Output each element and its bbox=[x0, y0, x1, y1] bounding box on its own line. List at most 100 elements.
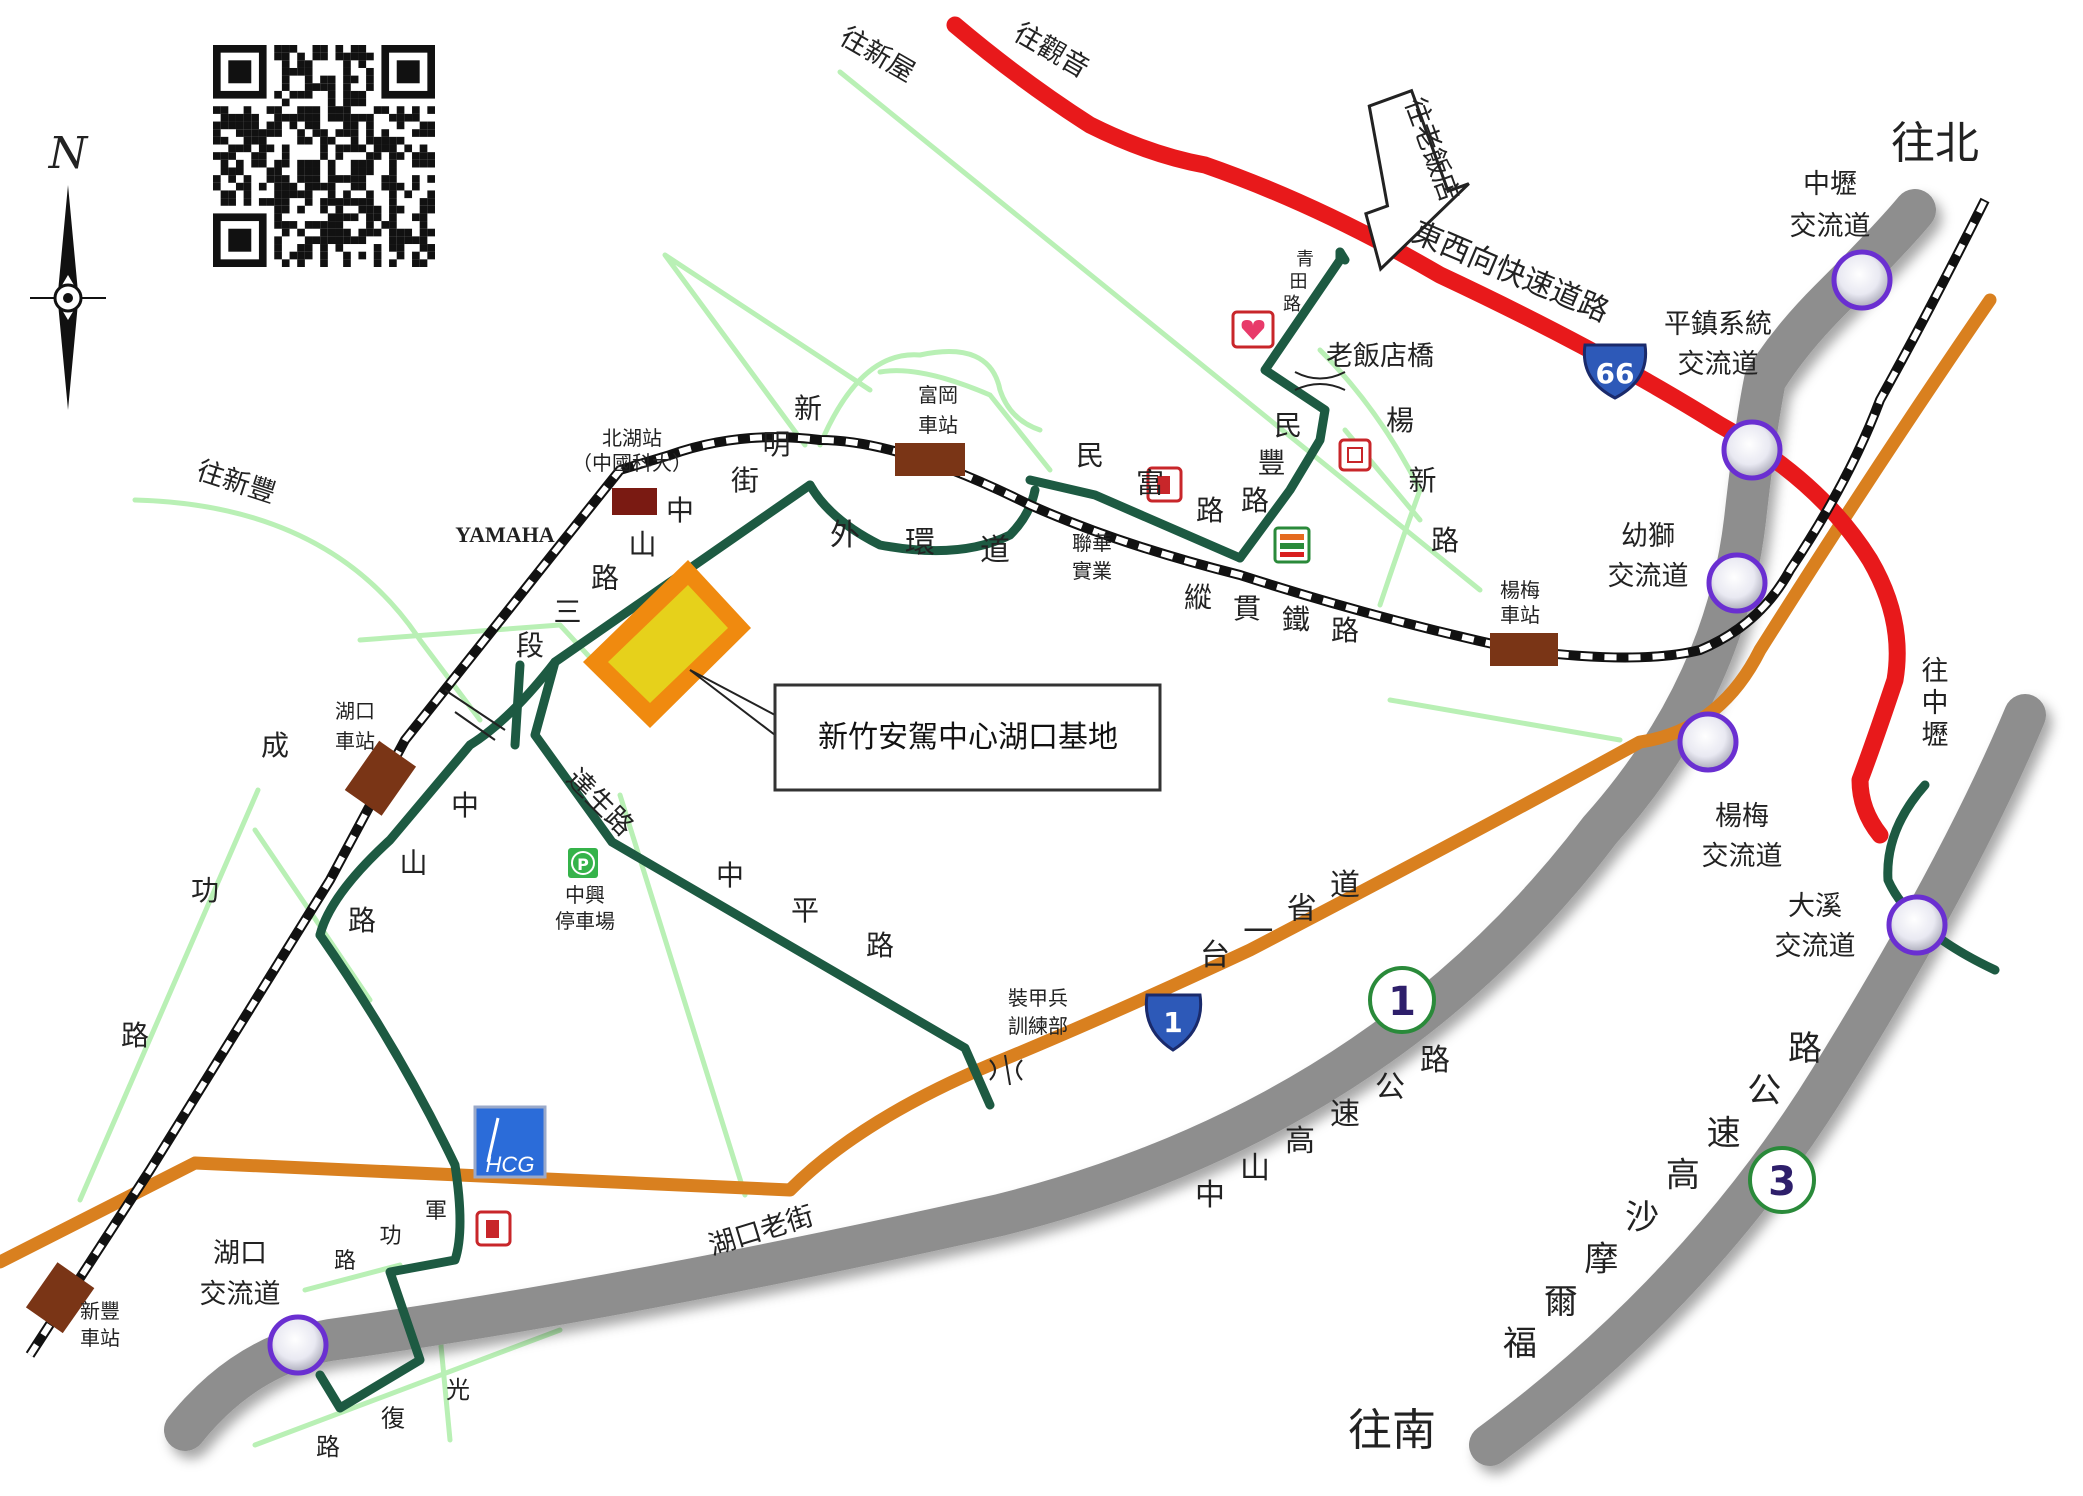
label-yangxin-char: 楊 bbox=[1386, 404, 1414, 437]
parking-icon: P bbox=[568, 848, 598, 878]
label-provincial-1-char: 台 bbox=[1200, 938, 1230, 973]
road-daxi-link bbox=[1883, 780, 2000, 975]
road-to-xinfeng bbox=[132, 497, 483, 723]
driving-center-site[interactable] bbox=[583, 560, 751, 728]
label-armor-school-0: 裝甲兵 bbox=[1008, 986, 1068, 1010]
road-zhongshan bbox=[315, 930, 465, 1413]
label-interchange-youshi-0: 幼獅 bbox=[1621, 521, 1675, 552]
label-zhongping-char: 中 bbox=[716, 859, 744, 892]
label-waihuan-char: 外 bbox=[830, 518, 860, 553]
label-interchange-daxi-0: 大溪 bbox=[1788, 891, 1842, 922]
label-freeway-3-char: 速 bbox=[1707, 1113, 1741, 1153]
label-minfu-char: 民 bbox=[1076, 439, 1104, 472]
heart-shop-icon bbox=[1231, 310, 1275, 349]
label-interchange-daxi-1: 交流道 bbox=[1775, 931, 1856, 962]
shield-freeway-3: 3 bbox=[1748, 1146, 1816, 1214]
label-minfeng-char: 豐 bbox=[1257, 447, 1285, 480]
interchange-zhongli-marker[interactable] bbox=[1831, 249, 1893, 311]
label-guangfu-char: 復 bbox=[381, 1405, 405, 1433]
road-fugang-loop bbox=[662, 252, 1053, 473]
callout-leader-2 bbox=[689, 669, 776, 736]
label-zongguan-rail-char: 貫 bbox=[1233, 592, 1261, 625]
freeway-1 bbox=[164, 189, 1936, 1451]
label-station-beihu-1: （中國科大） bbox=[572, 451, 692, 475]
road-jungong-west bbox=[302, 1262, 403, 1293]
label-yamaha: YAMAHA bbox=[455, 522, 555, 547]
convenience-store-icon bbox=[1273, 526, 1311, 564]
label-minfu-char: 路 bbox=[1196, 494, 1224, 527]
qr-code[interactable] bbox=[213, 45, 435, 267]
station-yangmei-marker[interactable] bbox=[1490, 633, 1558, 666]
label-zhongli-dir-2: 壢 bbox=[1922, 720, 1949, 751]
shield-freeway-1: 1 bbox=[1368, 966, 1436, 1034]
label-zhongshan-section3-char: 中 bbox=[666, 494, 694, 527]
label-guangfu-char: 光 bbox=[446, 1376, 470, 1404]
station-fugang-marker[interactable] bbox=[895, 443, 965, 476]
label-interchange-pingzhen-0: 平鎮系統 bbox=[1664, 309, 1772, 340]
label-freeway-3-char: 路 bbox=[1788, 1029, 1822, 1069]
station-xinfeng-marker[interactable] bbox=[25, 1262, 95, 1334]
minor-roads bbox=[77, 69, 1623, 1448]
interchange-daxi-marker[interactable] bbox=[1886, 894, 1948, 956]
label-station-xinfeng-0: 新豐 bbox=[80, 1299, 120, 1323]
label-station-yangmei-0: 楊梅 bbox=[1500, 578, 1540, 602]
svg-text:N: N bbox=[48, 128, 89, 179]
label-freeway-1-char: 高 bbox=[1285, 1124, 1315, 1159]
label-interchange-zhongli-0: 中壢 bbox=[1803, 169, 1857, 200]
label-zhongli-dir-1: 中 bbox=[1922, 688, 1949, 719]
interchange-youshi-marker[interactable] bbox=[1706, 552, 1768, 614]
interchange-yangmei-marker[interactable] bbox=[1677, 711, 1739, 773]
road-south-rail-link bbox=[1387, 697, 1623, 743]
label-provincial-1-char: 道 bbox=[1330, 868, 1360, 903]
label-freeway-3-char: 摩 bbox=[1584, 1240, 1618, 1280]
label-armor-school-1: 訓練部 bbox=[1008, 1014, 1068, 1038]
label-freeway-1-char: 中 bbox=[1195, 1178, 1225, 1213]
label-zhongli-dir-0: 往 bbox=[1922, 656, 1949, 687]
label-xinfeng: 往新豐 bbox=[193, 455, 280, 510]
label-chenggong-char: 功 bbox=[191, 874, 219, 907]
label-guangfu-char: 路 bbox=[316, 1433, 340, 1461]
interchange-hukou-marker[interactable] bbox=[267, 1314, 329, 1376]
label-provincial-1-char: 省 bbox=[1287, 891, 1317, 926]
label-freeway-1-char: 公 bbox=[1375, 1070, 1405, 1105]
label-zhongshan-char: 中 bbox=[451, 789, 479, 822]
station-beihu-marker[interactable] bbox=[612, 488, 657, 515]
label-zhongshan-char: 山 bbox=[399, 847, 427, 880]
road-guangfu-south bbox=[437, 1332, 453, 1443]
road-qingtian-side bbox=[1317, 347, 1423, 608]
svg-text:1: 1 bbox=[1388, 979, 1416, 1025]
road-zhongshan-section3 bbox=[315, 480, 815, 940]
label-station-xinfeng-1: 車站 bbox=[80, 1326, 120, 1350]
label-chenggong-char: 成 bbox=[261, 729, 289, 762]
label-south: 往南 bbox=[1348, 1405, 1436, 1456]
station-hukou-marker[interactable] bbox=[344, 740, 417, 816]
label-zhongshan-char: 路 bbox=[348, 904, 376, 937]
label-interchange-pingzhen-1: 交流道 bbox=[1678, 349, 1759, 380]
label-freeway-1-char: 山 bbox=[1240, 1151, 1270, 1186]
label-station-beihu-0: 北湖站 bbox=[602, 426, 662, 450]
provincial-road-1 bbox=[0, 293, 1997, 1269]
road-fugang-bump bbox=[817, 349, 1043, 448]
label-xinming-char: 明 bbox=[762, 428, 790, 461]
label-interchange-hukou-0: 湖口 bbox=[213, 1238, 267, 1269]
svg-text:3: 3 bbox=[1768, 1159, 1796, 1205]
label-yangxin-char: 新 bbox=[1408, 464, 1436, 497]
gas-station-icon bbox=[475, 1210, 512, 1247]
label-freeway-1-char: 速 bbox=[1330, 1097, 1360, 1132]
label-zhongping-char: 路 bbox=[866, 929, 894, 962]
label-zongguan-rail-char: 鐵 bbox=[1282, 603, 1310, 636]
label-jungong-char: 路 bbox=[334, 1249, 356, 1274]
label-zhongxing-parking-0: 中興 bbox=[565, 883, 605, 907]
label-zhongshan-section3-char: 山 bbox=[628, 528, 656, 561]
callout-box bbox=[773, 683, 1162, 792]
label-interchange-hukou-1: 交流道 bbox=[200, 1279, 281, 1310]
label-xinming-char: 街 bbox=[731, 464, 759, 497]
svg-text:P: P bbox=[577, 855, 589, 874]
label-yangxin-char: 路 bbox=[1431, 524, 1459, 557]
label-station-fugang-0: 富岡 bbox=[918, 383, 958, 407]
label-xinming-char: 新 bbox=[794, 392, 822, 425]
label-lianhua-1: 實業 bbox=[1072, 559, 1112, 583]
label-laofandian-bridge: 老飯店橋 bbox=[1326, 341, 1434, 372]
interchange-pingzhen-marker[interactable] bbox=[1721, 419, 1783, 481]
label-jungong-char: 功 bbox=[379, 1224, 401, 1249]
